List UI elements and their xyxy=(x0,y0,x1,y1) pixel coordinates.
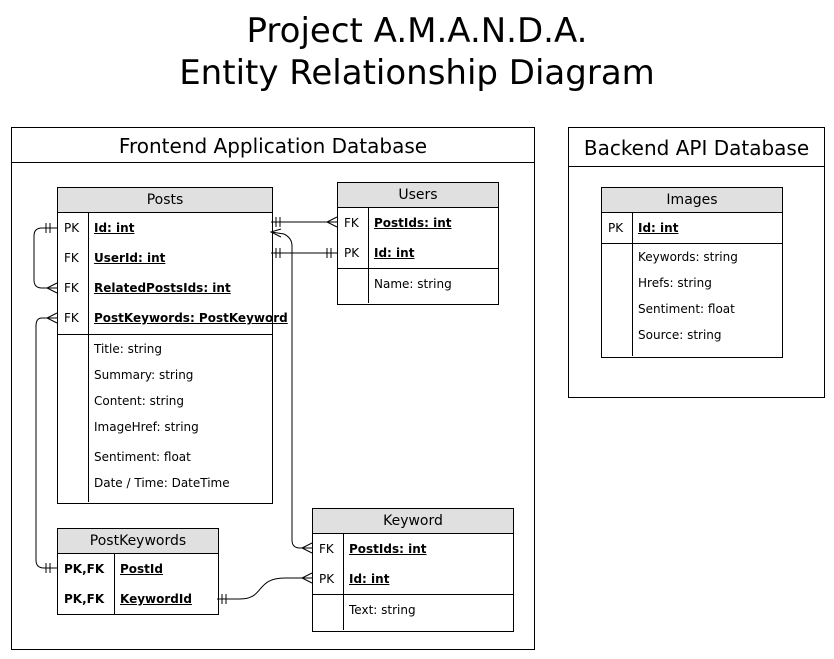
attribute: Name: string xyxy=(374,277,452,291)
entity-posts-header: Posts xyxy=(58,188,272,213)
key-type: PK xyxy=(319,572,335,586)
key-name: PostKeywords: PostKeyword xyxy=(94,311,288,325)
images-key-row-id: PK Id: int xyxy=(602,213,782,243)
users-key-row-postids: FK PostIds: int xyxy=(338,208,498,238)
entity-images: Images PK Id: int Keywords: string Hrefs… xyxy=(601,187,783,358)
entity-users: Users FK PostIds: int PK Id: int Name: s… xyxy=(337,182,499,305)
entity-images-keys: PK Id: int xyxy=(602,213,782,244)
key-type: PK,FK xyxy=(64,592,105,606)
entity-images-attributes: Keywords: string Hrefs: string Sentiment… xyxy=(602,244,782,356)
key-type: FK xyxy=(64,311,79,325)
key-name: UserId: int xyxy=(94,251,166,265)
attribute: Summary: string xyxy=(94,368,194,382)
key-name: RelatedPostsIds: int xyxy=(94,281,231,295)
key-name: PostId xyxy=(120,562,163,576)
posts-key-row-postkeywords: FK PostKeywords: PostKeyword xyxy=(58,303,288,333)
entity-postkeywords: PostKeywords PK,FK PostId PK,FK KeywordI… xyxy=(57,528,219,615)
posts-key-row-relatedpostsids: FK RelatedPostsIds: int xyxy=(58,273,272,303)
postkeywords-key-row-keywordid: PK,FK KeywordId xyxy=(58,584,218,614)
key-name: Id: int xyxy=(374,246,415,260)
entity-keyword-header: Keyword xyxy=(313,509,513,534)
entity-posts-attributes: Title: string Summary: string Content: s… xyxy=(58,335,272,502)
key-name: PostIds: int xyxy=(374,216,452,230)
key-name: KeywordId xyxy=(120,592,192,606)
entity-images-header: Images xyxy=(602,188,782,213)
keyword-key-row-postids: FK PostIds: int xyxy=(313,534,513,564)
attribute: Title: string xyxy=(94,342,163,356)
entity-posts-keys: PK Id: int FK UserId: int FK RelatedPost… xyxy=(58,213,288,335)
key-name: Id: int xyxy=(638,221,679,235)
attribute: Sentiment: float xyxy=(94,450,191,464)
attribute: Text: string xyxy=(349,603,416,617)
entity-users-keys: FK PostIds: int PK Id: int xyxy=(338,208,498,269)
key-name: Id: int xyxy=(349,572,390,586)
entity-keyword: Keyword FK PostIds: int PK Id: int Text:… xyxy=(312,508,514,632)
key-name: PostIds: int xyxy=(349,542,427,556)
key-type: FK xyxy=(319,542,334,556)
key-type: PK xyxy=(608,221,624,235)
entity-posts: Posts PK Id: int FK UserId: int FK Relat… xyxy=(57,187,288,504)
attribute: Hrefs: string xyxy=(638,276,712,290)
posts-key-row-id: PK Id: int xyxy=(58,213,272,243)
key-type: FK xyxy=(64,281,79,295)
attribute: Sentiment: float xyxy=(638,302,735,316)
diagram-title-line-1: Project A.M.A.N.D.A. xyxy=(246,11,588,51)
attribute: Date / Time: DateTime xyxy=(94,476,230,490)
key-type: PK,FK xyxy=(64,562,105,576)
posts-key-row-userid: FK UserId: int xyxy=(58,243,272,273)
entity-postkeywords-keys: PK,FK PostId PK,FK KeywordId xyxy=(58,554,218,614)
entity-postkeywords-header: PostKeywords xyxy=(58,529,218,554)
key-type: PK xyxy=(64,221,80,235)
key-name: Id: int xyxy=(94,221,135,235)
users-key-row-id: PK Id: int xyxy=(338,238,498,268)
postkeywords-key-row-postid: PK,FK PostId xyxy=(58,554,218,584)
entity-users-header: Users xyxy=(338,183,498,208)
key-type: FK xyxy=(64,251,79,265)
keyword-key-row-id: PK Id: int xyxy=(313,564,513,594)
attribute: ImageHref: string xyxy=(94,420,199,434)
attribute: Content: string xyxy=(94,394,185,408)
key-type: FK xyxy=(344,216,359,230)
diagram-title-line-2: Entity Relationship Diagram xyxy=(179,53,655,93)
attribute: Source: string xyxy=(638,328,722,342)
entity-keyword-attributes: Text: string xyxy=(313,595,513,630)
backend-database-title: Backend API Database xyxy=(569,128,824,167)
key-type: PK xyxy=(344,246,360,260)
entity-users-attributes: Name: string xyxy=(338,269,498,303)
entity-keyword-keys: FK PostIds: int PK Id: int xyxy=(313,534,513,595)
frontend-database-title: Frontend Application Database xyxy=(12,128,534,163)
attribute: Keywords: string xyxy=(638,250,738,264)
